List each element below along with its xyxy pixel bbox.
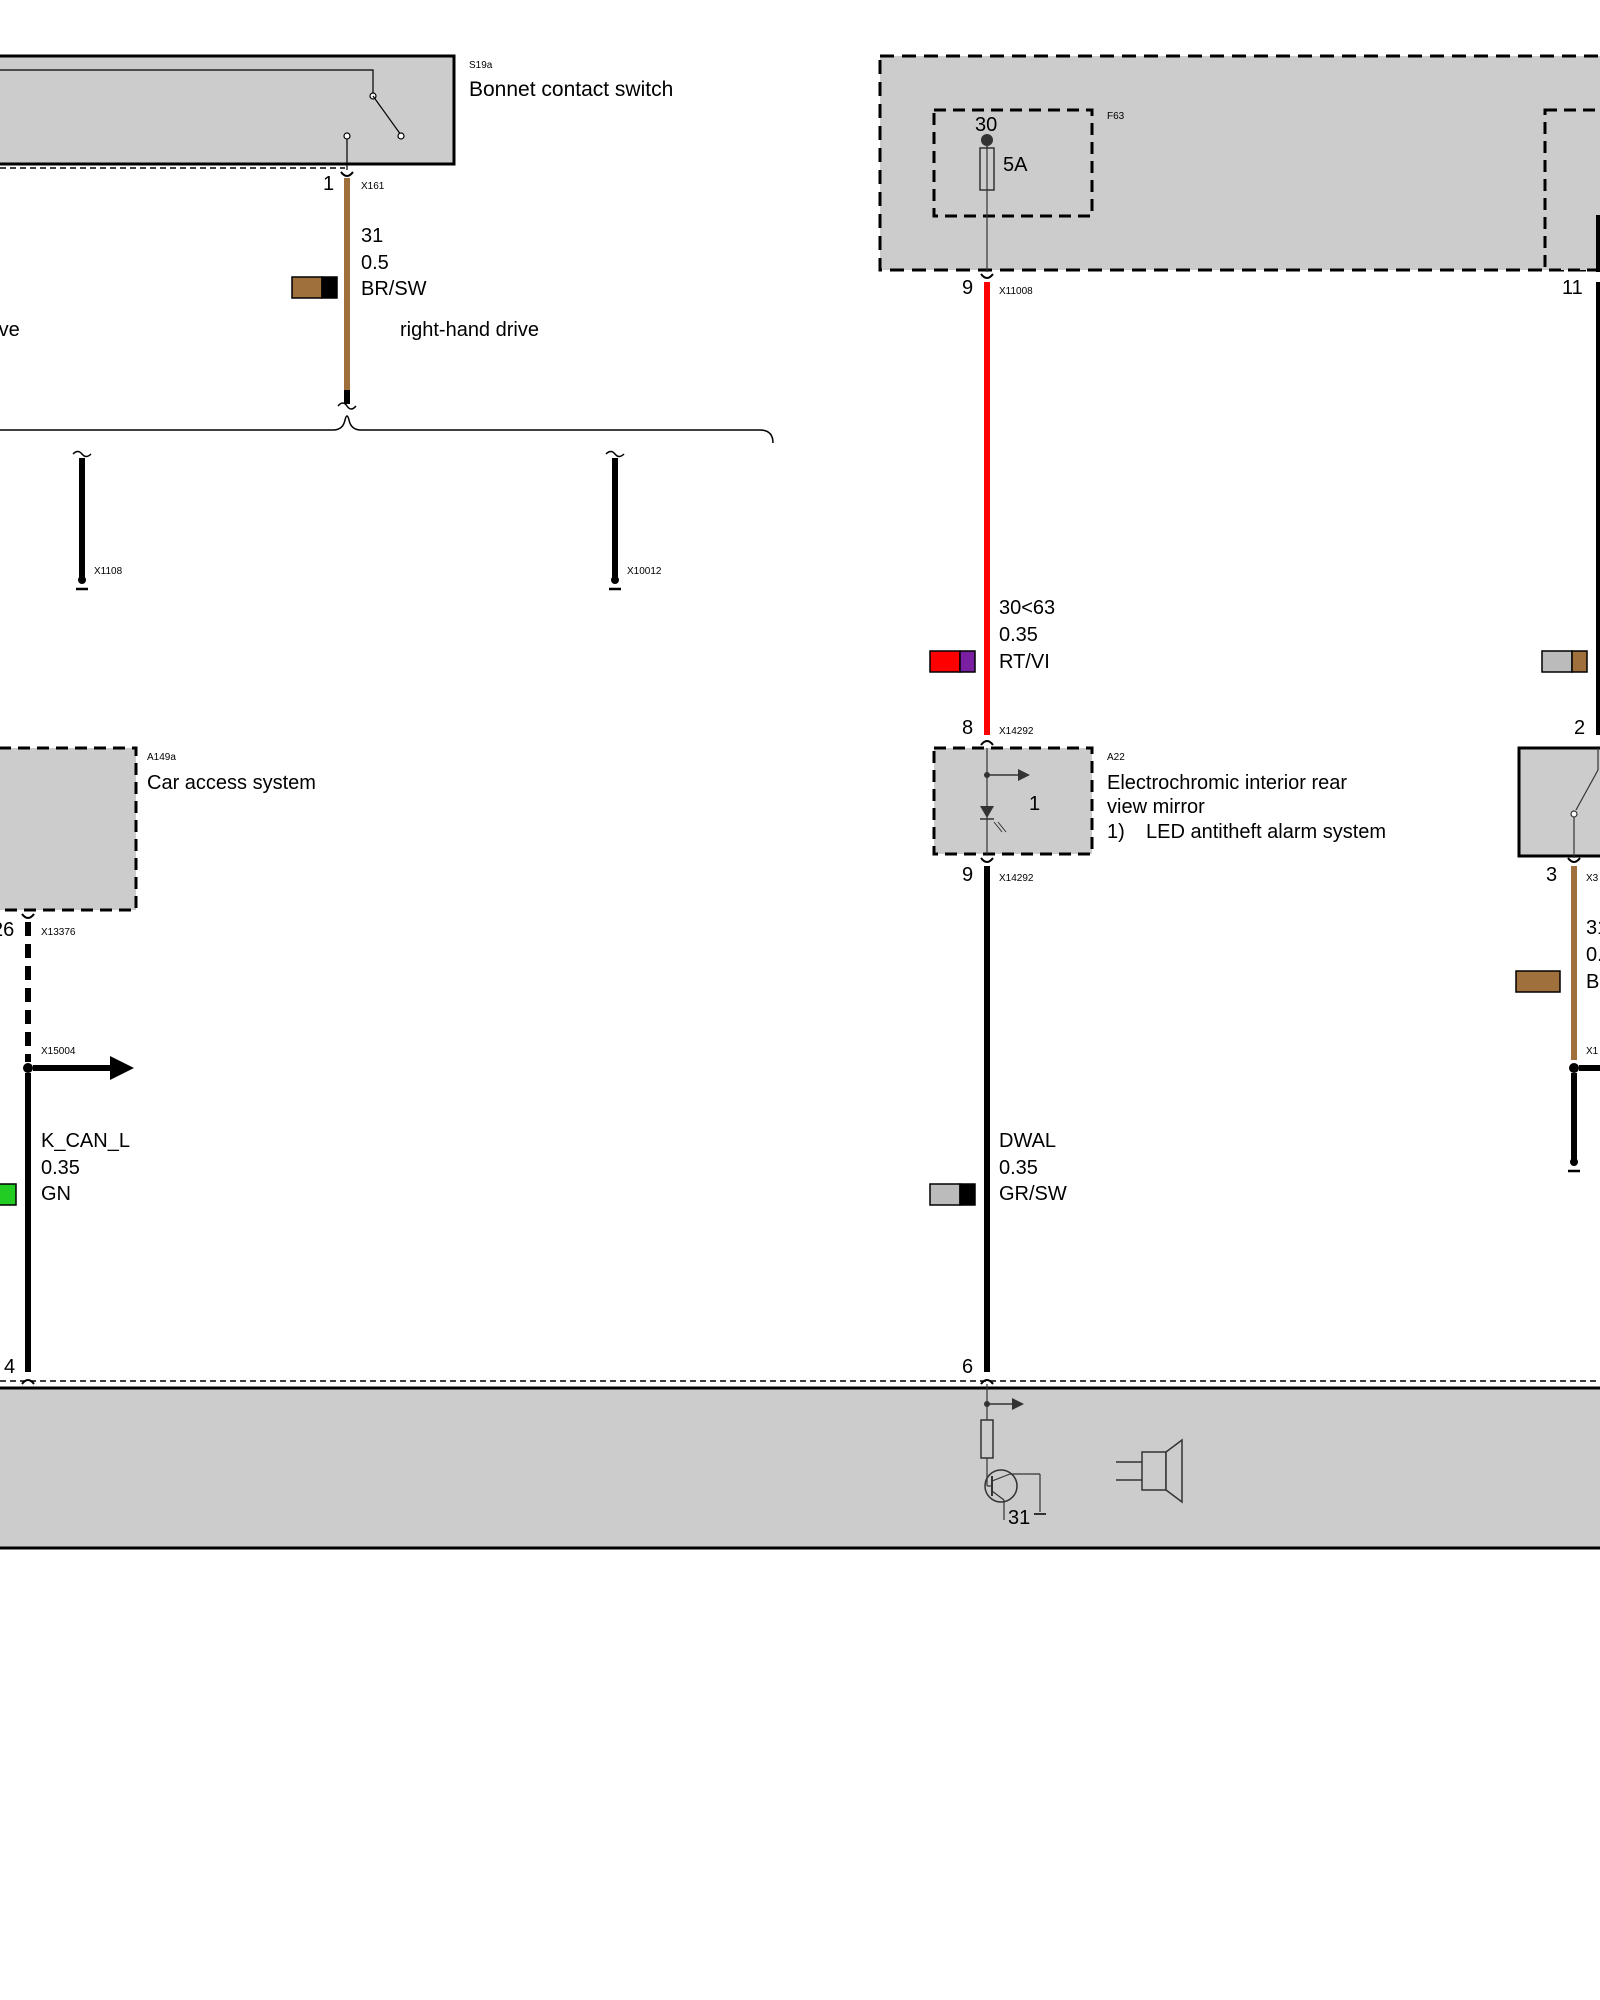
variant-brace bbox=[0, 415, 774, 444]
a149a-connector: X13376 bbox=[41, 927, 76, 938]
s19a-bonnet-contact-switch: S19a Bonnet contact switch 1 X161 bbox=[0, 54, 673, 195]
siren-speaker-icon bbox=[1116, 1438, 1183, 1504]
right-partial-component: 2 3 X3 31 0. B X1 bbox=[1515, 282, 1600, 1173]
s19a-housing bbox=[0, 54, 456, 166]
fuse-module-f63: 30 5A F63 9 X11008 11 bbox=[878, 54, 1600, 299]
led-icon bbox=[980, 806, 994, 818]
a22-connector-top: X14292 bbox=[999, 726, 1034, 737]
wire-color-swatch-grey-brown bbox=[1541, 650, 1573, 673]
wire-color-swatch-green bbox=[0, 1183, 17, 1206]
wire-k-can: X15004 K_CAN_L 0.35 GN bbox=[0, 922, 134, 1372]
s19a-code: S19a bbox=[469, 60, 493, 71]
wire-color-swatch-grey-black bbox=[929, 1183, 961, 1206]
s19a-connector: X161 bbox=[361, 181, 385, 192]
wire-can-color: GN bbox=[41, 1183, 71, 1205]
branch-left-connector: X1108 bbox=[94, 566, 123, 577]
s19a-pin: 1 bbox=[323, 173, 334, 195]
s19a-title: Bonnet contact switch bbox=[469, 78, 673, 101]
x15004-connector: X15004 bbox=[41, 1046, 76, 1057]
branch-right: X10012 bbox=[605, 450, 662, 591]
branch-left: X1108 bbox=[72, 450, 123, 591]
wire-dwal-gauge: 0.35 bbox=[999, 1157, 1038, 1179]
wire-terminal: 31 bbox=[361, 225, 383, 247]
resistor-icon bbox=[980, 1419, 994, 1459]
right-connector-bottom: X1 bbox=[1586, 1046, 1599, 1057]
x15004-splice bbox=[23, 1063, 33, 1073]
wire-gauge: 0.5 bbox=[361, 252, 389, 274]
wire-can-terminal: K_CAN_L bbox=[41, 1130, 130, 1152]
wire-s19a-brown: 31 0.5 BR/SW bbox=[291, 178, 427, 404]
wire-color-swatch-brown-black bbox=[291, 276, 323, 299]
s19a-contact-icon bbox=[343, 132, 351, 140]
a22-note-number: 1) bbox=[1107, 821, 1125, 843]
wire-color-code: BR/SW bbox=[361, 278, 427, 300]
left-hand-drive-label: left-hand drive bbox=[0, 319, 20, 341]
branch-right-connector: X10012 bbox=[627, 566, 662, 577]
wire-can-gauge: 0.35 bbox=[41, 1157, 80, 1179]
a22-pin-top: 8 bbox=[962, 717, 973, 739]
f63-fuse-box bbox=[932, 108, 1094, 218]
bottom-pin-mid: 6 bbox=[962, 1356, 973, 1378]
ground-terminal: 31 bbox=[1008, 1507, 1030, 1529]
right-wire-color: B bbox=[1586, 971, 1599, 993]
a22-note-text: LED antitheft alarm system bbox=[1146, 821, 1386, 843]
wire-color-swatch-brown bbox=[1515, 970, 1561, 993]
right-hand-drive-label: right-hand drive bbox=[400, 319, 539, 341]
wire-f63-red: 30<63 0.35 RT/VI bbox=[929, 282, 1055, 735]
f63-connector: X11008 bbox=[999, 286, 1033, 297]
wire-dwal-terminal: DWAL bbox=[999, 1130, 1056, 1152]
wire-red-gauge: 0.35 bbox=[999, 624, 1038, 646]
bottom-pin-left: 4 bbox=[4, 1356, 15, 1378]
f63-terminal: 30 bbox=[975, 114, 997, 136]
continuation-arrow-icon bbox=[110, 1056, 134, 1080]
a22-title-line2: view mirror bbox=[1107, 796, 1205, 818]
wire-color-swatch-red-violet bbox=[929, 650, 961, 673]
a149a-pin: 26 bbox=[0, 919, 14, 941]
right-pin-top: 11 bbox=[1562, 277, 1583, 299]
a149a-code: A149a bbox=[147, 752, 176, 763]
right-pin-mid: 2 bbox=[1574, 717, 1585, 739]
wire-dwal: DWAL 0.35 GR/SW bbox=[929, 866, 1067, 1372]
bottom-alarm-module: 4 6 31 bbox=[0, 1356, 1600, 1550]
wire-red-terminal: 30<63 bbox=[999, 597, 1055, 619]
wire-red-color: RT/VI bbox=[999, 651, 1050, 673]
f63-rating: 5A bbox=[1003, 154, 1028, 176]
right-connector-low: X3 bbox=[1586, 873, 1599, 884]
right-wire-gauge: 0. bbox=[1586, 944, 1600, 966]
a149a-car-access-system: A149a Car access system 26 X13376 bbox=[0, 746, 316, 941]
a22-code: A22 bbox=[1107, 752, 1125, 763]
wire-dwal-color: GR/SW bbox=[999, 1183, 1067, 1205]
a22-pin-bottom: 9 bbox=[962, 864, 973, 886]
a22-electrochromic-mirror: 8 X14292 1 A22 Electrochromic interior r… bbox=[932, 717, 1386, 886]
a22-connector-bottom: X14292 bbox=[999, 873, 1034, 884]
f63-code: F63 bbox=[1107, 111, 1125, 122]
a22-inner-label: 1 bbox=[1029, 793, 1040, 815]
a22-title-line1: Electrochromic interior rear bbox=[1107, 772, 1347, 794]
right-pin-low: 3 bbox=[1546, 864, 1557, 886]
a149a-title: Car access system bbox=[147, 772, 316, 794]
f63-pin: 9 bbox=[962, 277, 973, 299]
right-wire-terminal: 31 bbox=[1586, 917, 1600, 939]
